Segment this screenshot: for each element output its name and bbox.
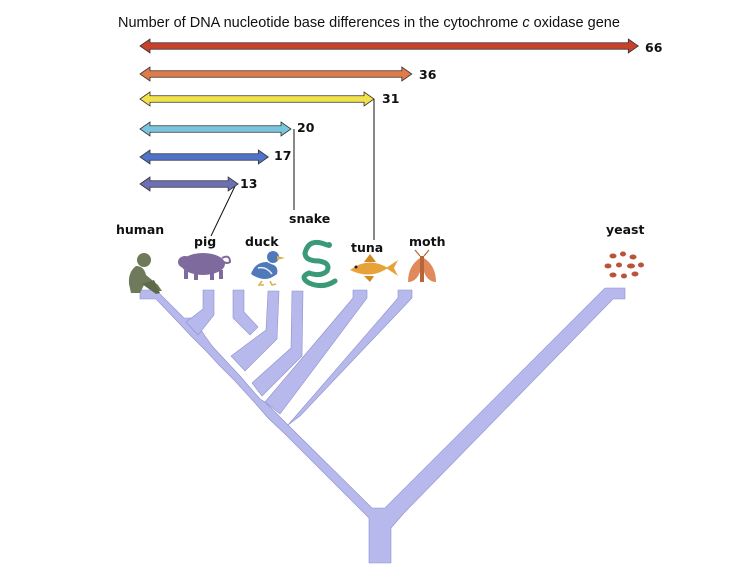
difference-arrows xyxy=(139,38,639,192)
branch-moth xyxy=(287,289,413,426)
phylogenetic-tree xyxy=(139,287,626,564)
difference-label-36: 36 xyxy=(419,67,437,82)
difference-arrow-17 xyxy=(139,149,270,165)
pig-icon xyxy=(178,253,232,280)
organism-label-duck: duck xyxy=(245,234,279,249)
organism-label-human: human xyxy=(116,222,165,237)
difference-label-13: 13 xyxy=(240,176,258,191)
branch-snake xyxy=(251,290,304,397)
organism-label-moth: moth xyxy=(409,234,446,249)
organism-label-snake: snake xyxy=(289,211,331,226)
connector-13 xyxy=(210,183,237,237)
difference-arrow-20 xyxy=(139,121,292,137)
branch-pig xyxy=(185,289,215,336)
diagram-title: Number of DNA nucleotide base difference… xyxy=(118,15,620,31)
duck-icon xyxy=(251,251,285,286)
difference-arrow-13 xyxy=(139,176,239,192)
moth-icon xyxy=(408,249,436,282)
difference-label-20: 20 xyxy=(297,120,315,135)
human-icon xyxy=(128,253,162,294)
connector-lines xyxy=(210,99,375,240)
difference-arrow-66 xyxy=(139,38,639,54)
yeast-icon xyxy=(604,251,644,279)
branch-duck xyxy=(230,290,280,372)
difference-label-66: 66 xyxy=(645,40,663,55)
organism-label-pig: pig xyxy=(194,234,217,249)
organism-label-tuna: tuna xyxy=(351,240,384,255)
tuna-icon xyxy=(350,254,398,282)
difference-arrow-36 xyxy=(139,66,413,82)
branch-duck-left xyxy=(232,289,259,336)
organism-icons xyxy=(128,239,644,294)
difference-arrow-31 xyxy=(139,91,375,107)
difference-label-17: 17 xyxy=(274,148,292,163)
organism-label-yeast: yeast xyxy=(606,222,645,237)
difference-label-31: 31 xyxy=(382,91,400,106)
snake-icon xyxy=(301,239,338,289)
branch-tuna xyxy=(264,289,368,415)
